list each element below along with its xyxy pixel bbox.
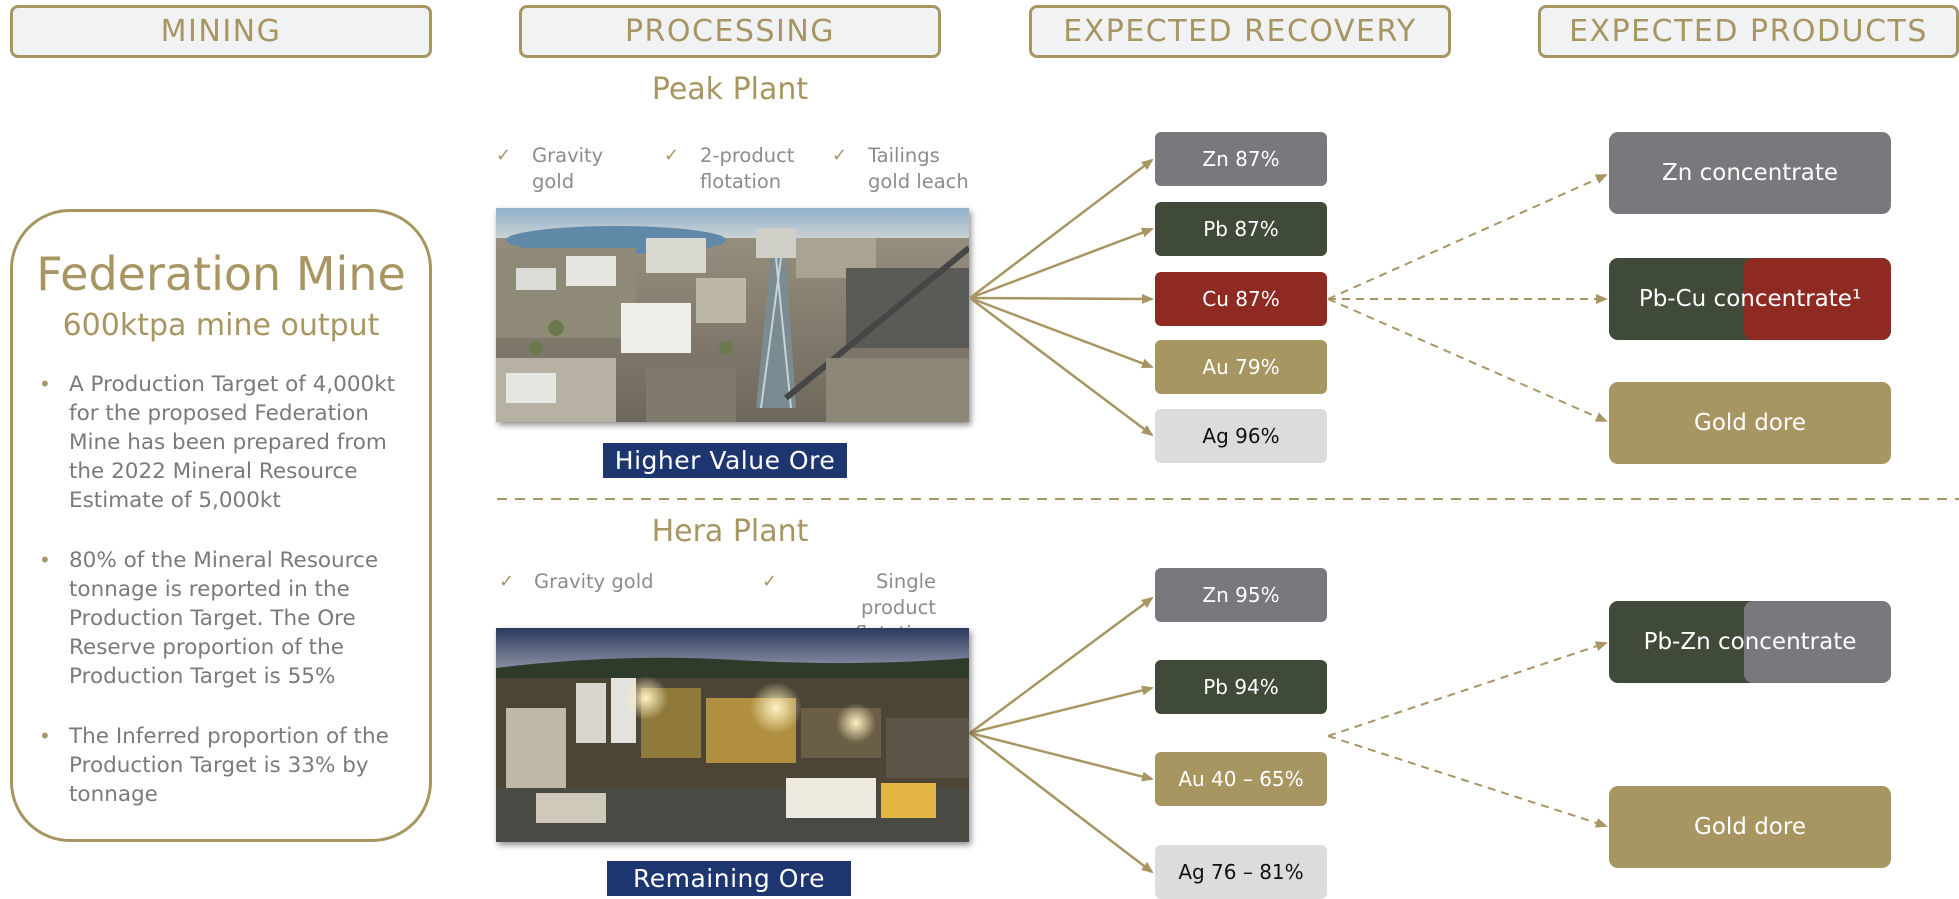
hera-plant-photo bbox=[496, 628, 969, 842]
hera-recovery-arrows bbox=[969, 596, 1154, 874]
peak-plant-image bbox=[496, 208, 969, 422]
hera-recovery-ag: Ag 76 – 81% bbox=[1155, 845, 1327, 899]
product-label: Zn concentrate bbox=[1661, 160, 1839, 186]
product-label: Gold dore bbox=[1694, 814, 1806, 840]
cu-half-segment bbox=[1744, 258, 1891, 340]
arrow bbox=[1327, 735, 1608, 828]
remaining-ore-label: Remaining Ore bbox=[607, 861, 851, 896]
zn-concentrate-box: Zn concentrate bbox=[1609, 132, 1891, 214]
peak-recovery-cu: Cu 87% bbox=[1155, 272, 1327, 326]
hera-product-arrows bbox=[1327, 641, 1608, 828]
arrow bbox=[1327, 174, 1608, 300]
arrow bbox=[969, 731, 1154, 782]
peak-recovery-au: Au 79% bbox=[1155, 340, 1327, 394]
peak-feature-gravity-gold: ✓ Gravity gold bbox=[496, 143, 646, 195]
feature-label: Gravity gold bbox=[534, 570, 654, 593]
peak-plant-photo bbox=[496, 208, 969, 422]
feature-label: 2-product flotation bbox=[700, 144, 795, 193]
arrow bbox=[969, 293, 1154, 304]
peak-recovery-pb: Pb 87% bbox=[1155, 202, 1327, 256]
check-icon: ✓ bbox=[499, 571, 515, 592]
federation-title: Federation Mine bbox=[36, 247, 406, 301]
pb-cu-concentrate-box: Pb-Cu concentrate¹ bbox=[1609, 258, 1891, 340]
peak-feature-flotation: ✓ 2-product flotation bbox=[664, 143, 814, 195]
arrow bbox=[969, 732, 1154, 874]
arrow bbox=[1327, 641, 1608, 737]
check-icon: ✓ bbox=[664, 145, 680, 166]
arrow bbox=[969, 297, 1154, 437]
hera-plant-title: Hera Plant bbox=[651, 514, 809, 549]
bullet-item: The Inferred proportion of the Productio… bbox=[33, 722, 413, 809]
bullet-item: 80% of the Mineral Resource tonnage is r… bbox=[33, 546, 413, 691]
header-expected-products: EXPECTED PRODUCTS bbox=[1538, 5, 1959, 58]
header-expected-recovery: EXPECTED RECOVERY bbox=[1029, 5, 1451, 58]
zn-half-segment bbox=[1744, 601, 1891, 683]
federation-subtitle: 600ktpa mine output bbox=[62, 308, 380, 343]
header-mining: MINING bbox=[10, 5, 432, 58]
gold-dore-box-hera: Gold dore bbox=[1609, 786, 1891, 868]
check-icon: ✓ bbox=[762, 571, 778, 592]
peak-recovery-arrows bbox=[969, 158, 1154, 437]
feature-label: Tailings gold leach bbox=[868, 144, 969, 193]
higher-value-ore-label: Higher Value Ore bbox=[603, 443, 847, 478]
hera-recovery-zn: Zn 95% bbox=[1155, 568, 1327, 622]
peak-plant-title: Peak Plant bbox=[651, 72, 809, 107]
hera-plant-image bbox=[496, 628, 969, 842]
pb-zn-concentrate-box: Pb-Zn concentrate bbox=[1609, 601, 1891, 683]
arrow bbox=[969, 227, 1154, 300]
check-icon: ✓ bbox=[496, 145, 512, 166]
header-processing: PROCESSING bbox=[519, 5, 941, 58]
gold-dore-box-peak: Gold dore bbox=[1609, 382, 1891, 464]
arrow bbox=[1327, 298, 1608, 422]
hera-feature-gravity-gold: ✓ Gravity gold bbox=[496, 569, 696, 595]
hera-recovery-pb: Pb 94% bbox=[1155, 660, 1327, 714]
peak-recovery-ag: Ag 96% bbox=[1155, 409, 1327, 463]
peak-feature-tailings-leach: ✓ Tailings gold leach bbox=[832, 143, 982, 195]
product-label: Gold dore bbox=[1694, 410, 1806, 436]
arrow bbox=[969, 296, 1154, 369]
arrow bbox=[969, 596, 1154, 735]
product-label: Pb-Zn concentrate bbox=[1643, 629, 1857, 655]
product-label: Pb-Cu concentrate¹ bbox=[1638, 286, 1862, 312]
peak-product-arrows bbox=[1327, 174, 1608, 422]
feature-label: Gravity gold bbox=[532, 144, 604, 193]
bullet-item: A Production Target of 4,000kt for the p… bbox=[33, 370, 413, 515]
hera-recovery-au: Au 40 – 65% bbox=[1155, 752, 1327, 806]
federation-mine-card: Federation Mine 600ktpa mine output A Pr… bbox=[10, 209, 432, 842]
arrow bbox=[969, 158, 1154, 299]
arrow bbox=[969, 685, 1154, 735]
check-icon: ✓ bbox=[832, 145, 848, 166]
peak-recovery-zn: Zn 87% bbox=[1155, 132, 1327, 186]
federation-bullets: A Production Target of 4,000kt for the p… bbox=[33, 370, 413, 840]
